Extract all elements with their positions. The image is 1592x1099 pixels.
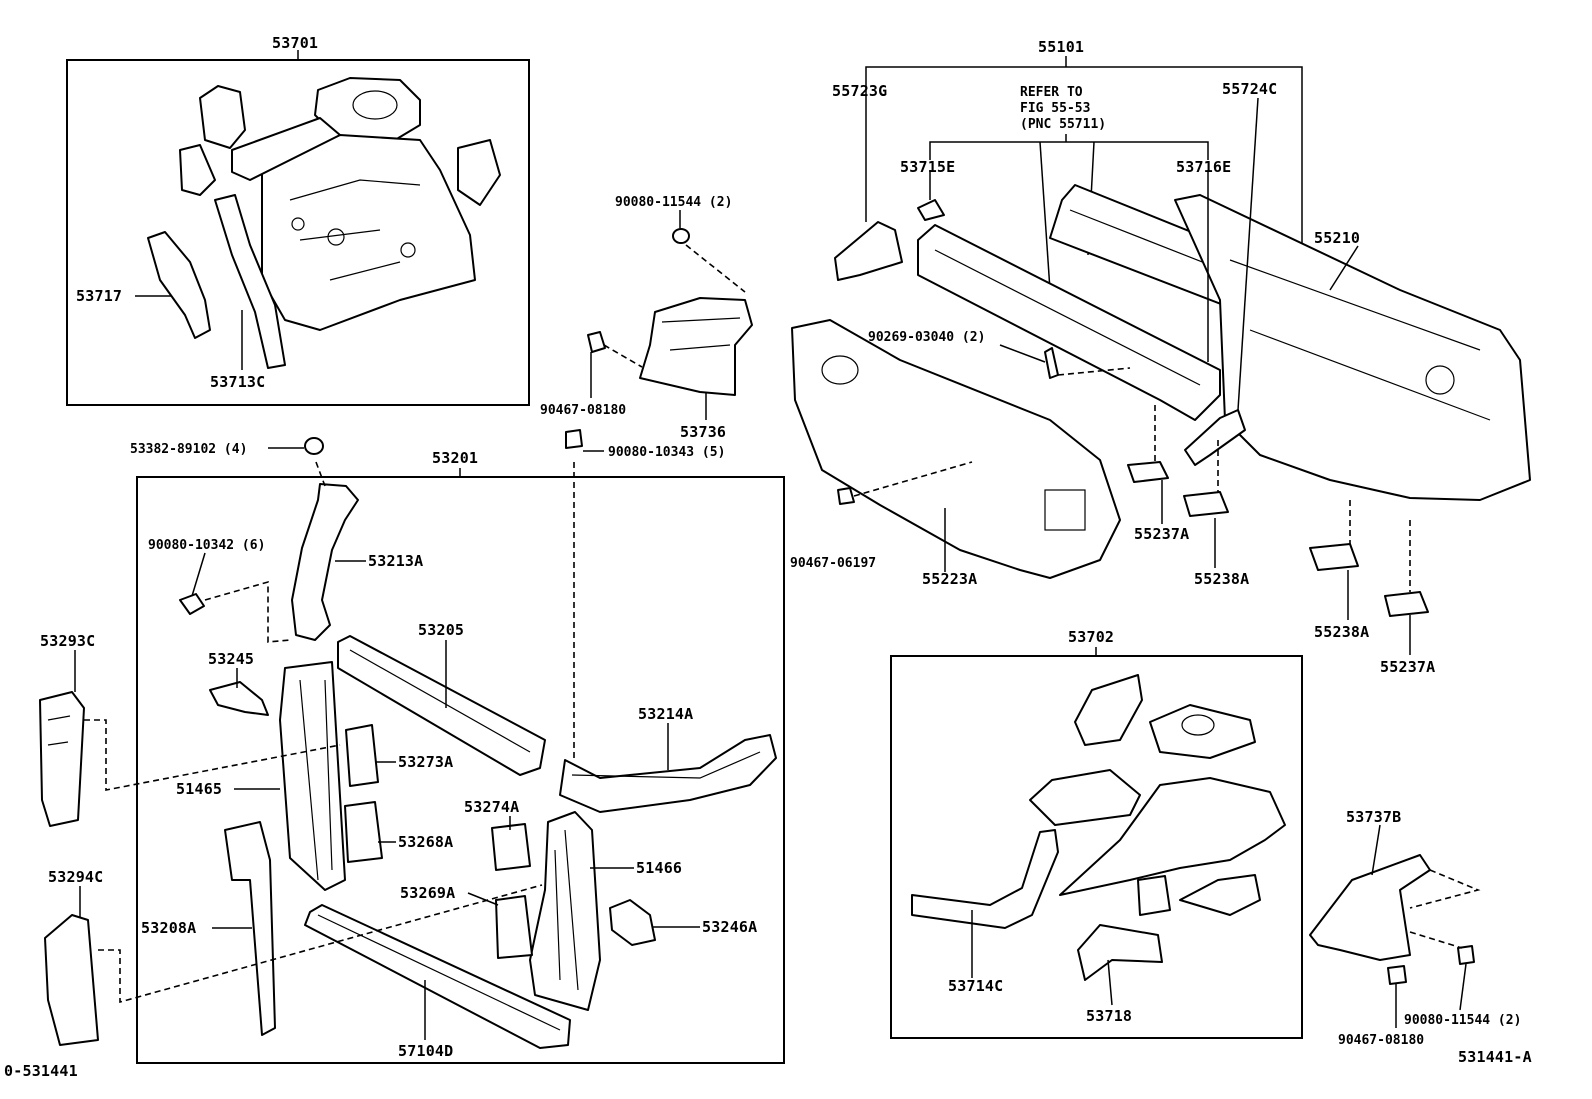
part-labels: 53701 53717 53713C 90080-11544 (2) 90467… <box>4 34 1532 1080</box>
part-55723g <box>834 221 903 281</box>
bolt-90080-10342 <box>179 580 291 643</box>
part-cowl-panel <box>917 224 1221 421</box>
label-57104d: 57104D <box>398 1042 453 1060</box>
part-57104d <box>304 904 571 1049</box>
label-53269a: 53269A <box>400 884 455 902</box>
label-531441-a: 531441-A <box>1458 1048 1532 1066</box>
label-90269-03040: 90269-03040 (2) <box>868 330 985 345</box>
label-refer-line2: FIG 55-53 <box>1020 101 1090 116</box>
label-53713c: 53713C <box>210 373 265 391</box>
label-51466: 51466 <box>636 859 682 877</box>
label-53213a: 53213A <box>368 552 423 570</box>
label-55724c: 55724C <box>1222 80 1277 98</box>
label-90467-08180-bot: 90467-08180 <box>1338 1033 1424 1048</box>
part-53736 <box>587 228 753 396</box>
part-90269-clip <box>999 344 1131 379</box>
label-53273a: 53273A <box>398 753 453 771</box>
label-53274a: 53274A <box>464 798 519 816</box>
part-53268a <box>344 801 383 863</box>
label-53245: 53245 <box>208 650 254 668</box>
label-53714c: 53714C <box>948 977 1003 995</box>
label-90467-08180-top: 90467-08180 <box>540 403 626 418</box>
part-53714c <box>911 829 1059 929</box>
label-51465: 51465 <box>176 780 222 798</box>
label-53201: 53201 <box>432 449 478 467</box>
label-53702: 53702 <box>1068 628 1114 646</box>
label-53701: 53701 <box>272 34 318 52</box>
part-53246a <box>609 899 656 946</box>
label-refer-line3: (PNC 55711) <box>1020 117 1106 132</box>
part-55223a <box>791 319 1121 579</box>
label-53205: 53205 <box>418 621 464 639</box>
part-53245 <box>209 681 269 716</box>
label-53246a: 53246A <box>702 918 757 936</box>
part-53293c <box>39 691 341 827</box>
label-55101: 55101 <box>1038 38 1084 56</box>
leader-lines <box>74 100 1467 1040</box>
label-55723g: 55723G <box>832 82 887 100</box>
label-0-531441: 0-531441 <box>4 1062 78 1080</box>
label-refer-line1: REFER TO <box>1020 85 1083 100</box>
part-53702-bracket <box>1029 674 1286 916</box>
part-53269a <box>495 895 533 959</box>
label-53268a: 53268A <box>398 833 453 851</box>
label-90080-11544-bot: 90080-11544 (2) <box>1404 1013 1521 1028</box>
label-53717: 53717 <box>76 287 122 305</box>
part-53273a <box>345 724 379 787</box>
label-55223a: 55223A <box>922 570 977 588</box>
silencer-pads <box>1127 405 1429 617</box>
label-90080-11544-top: 90080-11544 (2) <box>615 195 732 210</box>
part-53208a <box>224 821 276 1036</box>
label-53718: 53718 <box>1086 1007 1132 1025</box>
part-53205 <box>337 635 546 776</box>
label-53737b: 53737B <box>1346 808 1401 826</box>
part-53715e <box>917 199 945 221</box>
label-53382-89102: 53382-89102 (4) <box>130 442 247 457</box>
label-53715e: 53715E <box>900 158 955 176</box>
part-53701-apron <box>261 77 476 331</box>
part-53214a <box>559 429 777 813</box>
part-53274a <box>491 823 531 871</box>
part-53701-bracket-top <box>179 85 501 206</box>
label-90080-10343: 90080-10343 (5) <box>608 445 725 460</box>
label-53716e: 53716E <box>1176 158 1231 176</box>
label-53736: 53736 <box>680 423 726 441</box>
part-53717 <box>147 231 211 339</box>
label-55237a-1: 55237A <box>1134 525 1189 543</box>
label-55238a-1: 55238A <box>1194 570 1249 588</box>
label-53208a: 53208A <box>141 919 196 937</box>
part-53713c <box>214 194 286 369</box>
part-53737b <box>1309 854 1481 985</box>
label-55237a-2: 55237A <box>1380 658 1435 676</box>
label-90080-10342: 90080-10342 (6) <box>148 538 265 553</box>
part-53294c <box>44 884 543 1046</box>
part-53213a <box>291 437 359 641</box>
label-53294c: 53294C <box>48 868 103 886</box>
label-55210: 55210 <box>1314 229 1360 247</box>
part-53718 <box>1077 924 1163 981</box>
label-55238a-2: 55238A <box>1314 623 1369 641</box>
part-51466 <box>529 811 601 1011</box>
label-53214a: 53214A <box>638 705 693 723</box>
part-51465 <box>279 661 346 891</box>
label-90467-06197: 90467-06197 <box>790 556 876 571</box>
label-53293c: 53293C <box>40 632 95 650</box>
part-55724c-bracket <box>1184 97 1259 466</box>
